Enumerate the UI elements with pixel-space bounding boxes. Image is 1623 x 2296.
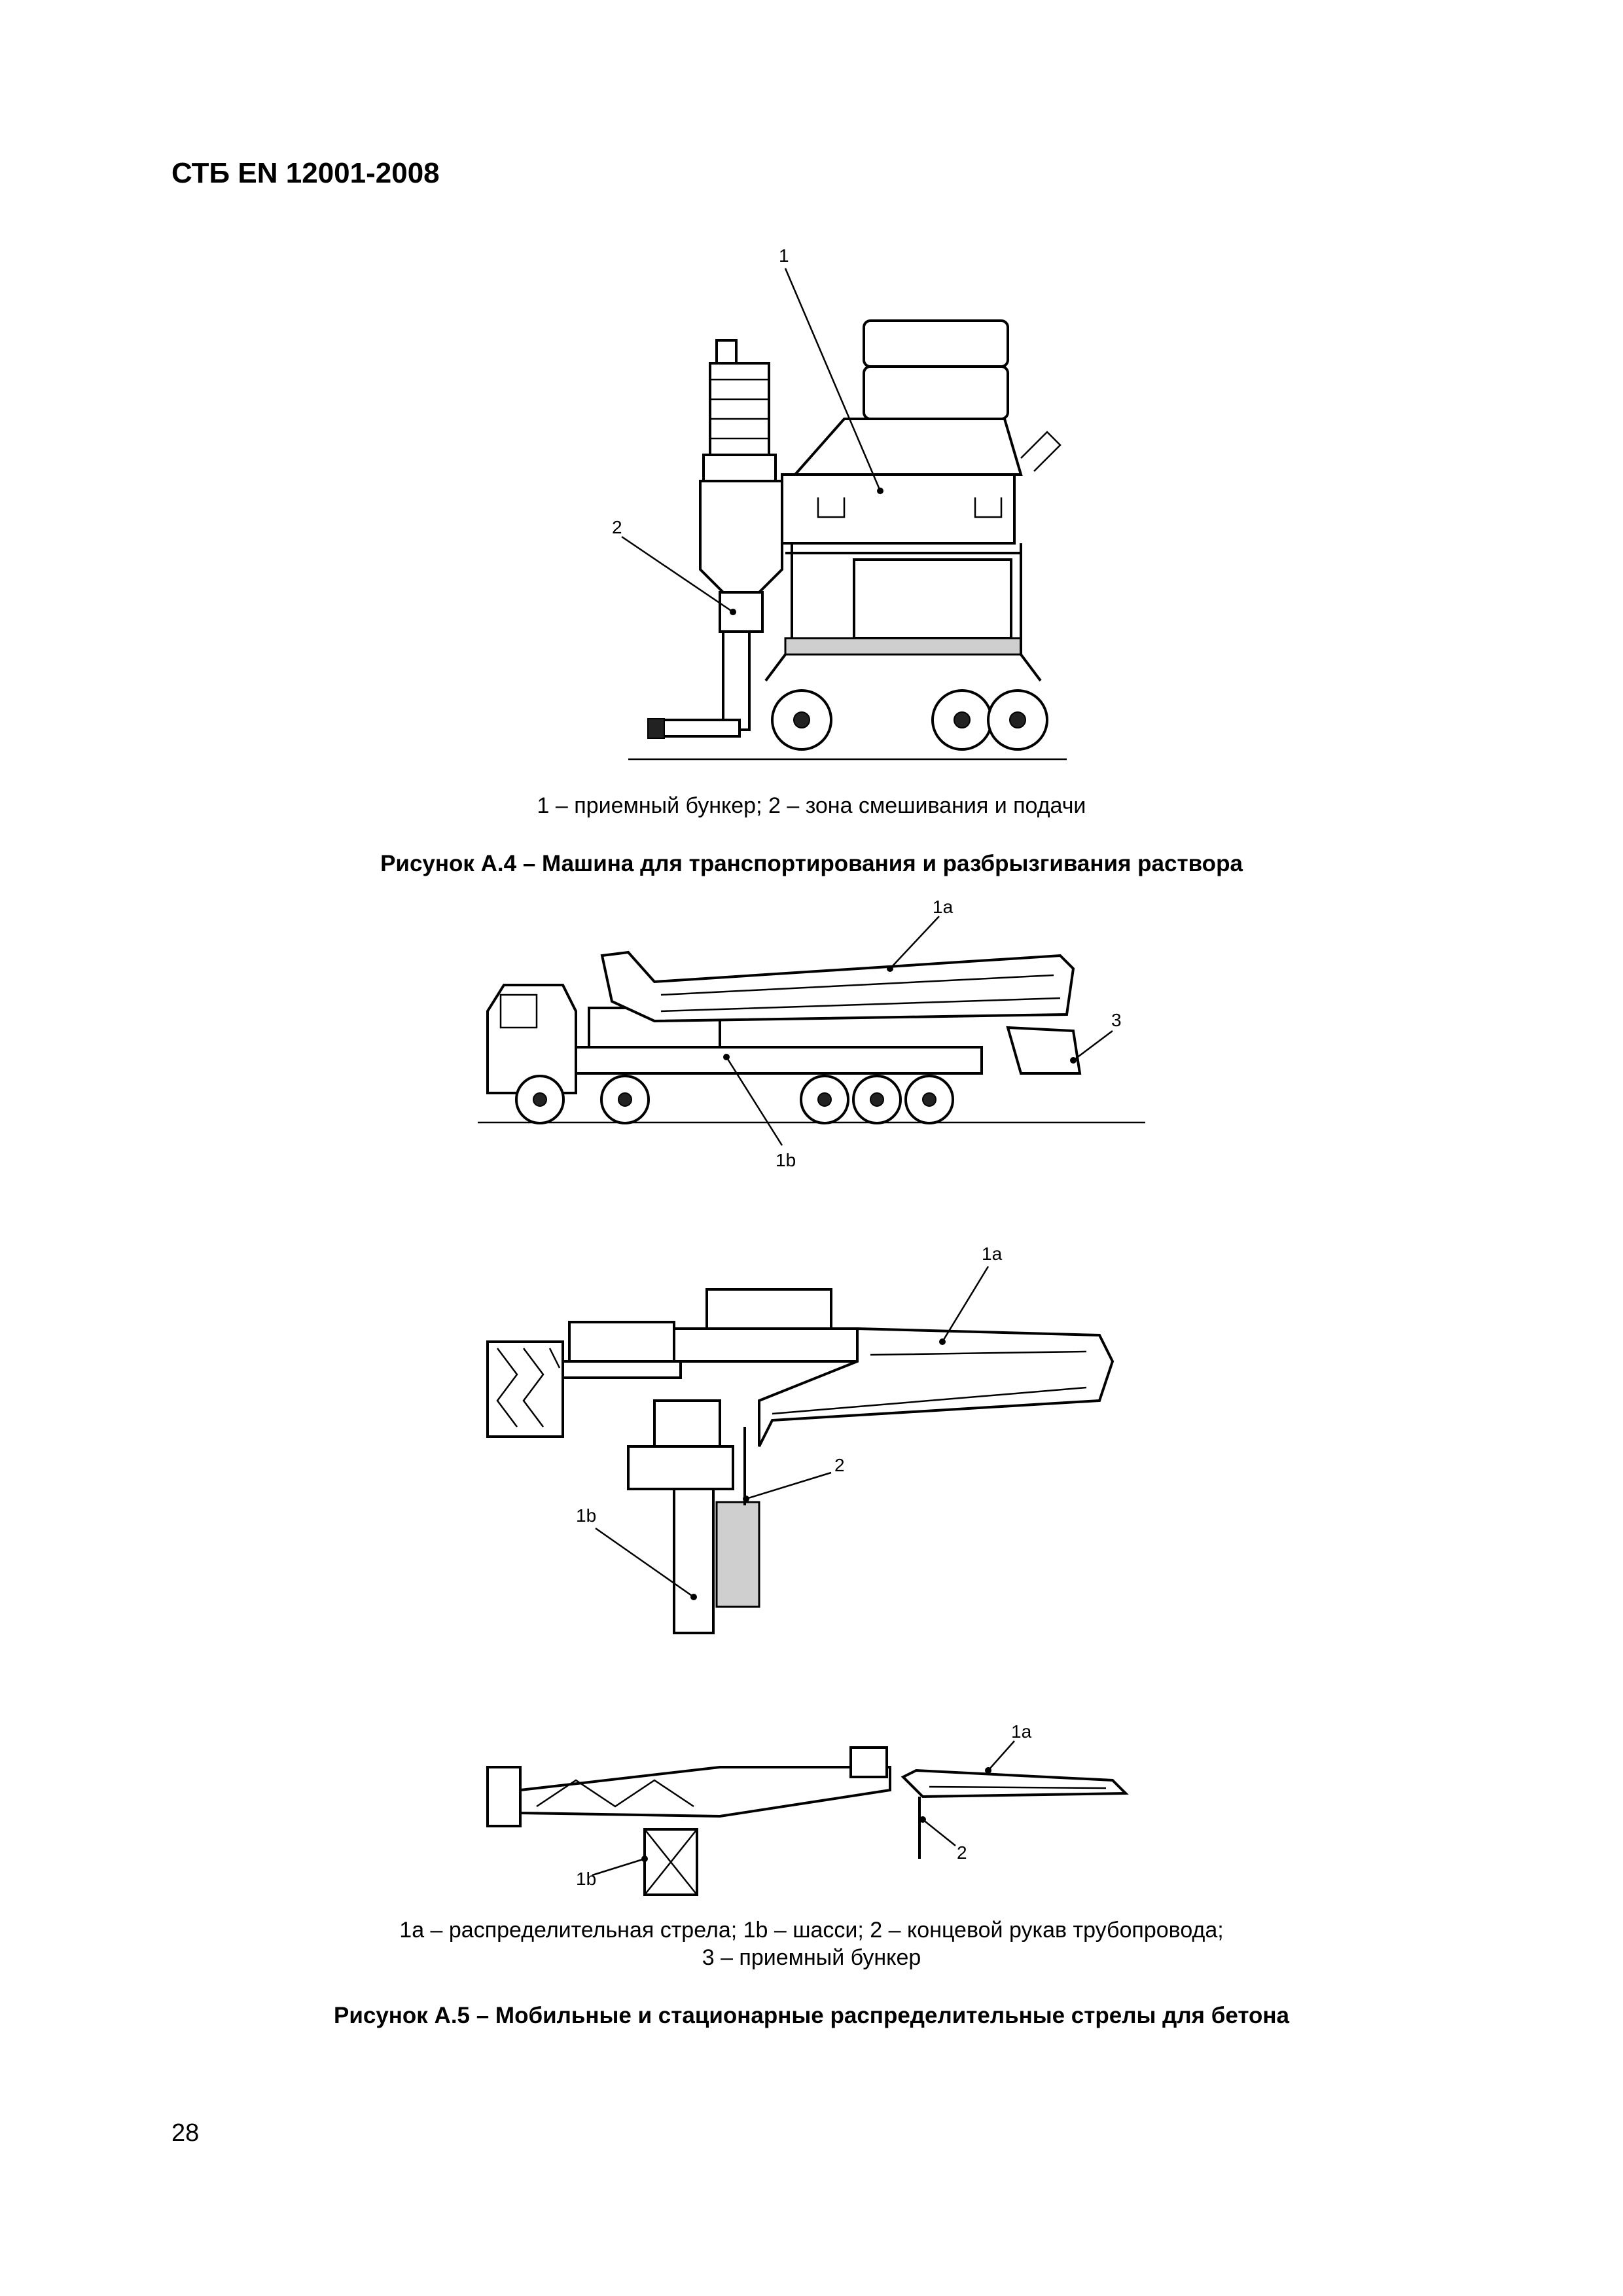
leader-2-bottom <box>922 1819 956 1846</box>
label-1b-top: 1b <box>776 1150 796 1170</box>
control-box <box>853 558 1012 639</box>
truck-chassis <box>575 1046 983 1075</box>
truck-cab <box>486 984 577 1094</box>
bottom-jib <box>519 1766 891 1818</box>
label-1b-bottom: 1b <box>576 1869 596 1889</box>
counter-jib-box <box>568 1321 675 1363</box>
label-3: 3 <box>1111 1010 1122 1030</box>
motor <box>709 362 770 456</box>
figure-a4-legend: 1 – приемный бункер; 2 – зона смешивания… <box>537 793 1086 818</box>
mixing-chamber <box>699 480 783 594</box>
counterweight <box>486 1340 564 1438</box>
mast-top <box>653 1399 721 1448</box>
leader-1a-bottom <box>988 1740 1015 1771</box>
label-2-mid: 2 <box>834 1455 845 1475</box>
label-2: 2 <box>612 517 622 537</box>
leader-1 <box>784 268 882 492</box>
mixing-zone <box>719 591 764 633</box>
leader-1b-bottom <box>592 1857 645 1876</box>
feed-pipe <box>722 630 751 731</box>
motor-cap <box>715 339 738 365</box>
figure-a4-title: Рисунок А.4 – Машина для транспортирован… <box>380 851 1243 876</box>
outlet-coupling <box>660 719 741 738</box>
leader-1b-mid <box>595 1527 694 1598</box>
label-1: 1 <box>779 245 789 266</box>
figure-a5-legend-line1: 1a – распределительная стрела; 1b – шасс… <box>399 1918 1224 1943</box>
slewing-head <box>673 1327 859 1363</box>
bottom-boom <box>901 1768 1129 1799</box>
bottom-slewing <box>849 1746 888 1778</box>
label-1a-bottom: 1a <box>1011 1721 1032 1742</box>
label-1a-mid: 1a <box>982 1244 1003 1264</box>
leader-2-mid <box>745 1471 832 1500</box>
bottom-counterweight <box>486 1766 522 1827</box>
counter-jib <box>562 1360 682 1379</box>
leader-3 <box>1073 1030 1113 1061</box>
leader-1b-top <box>725 1056 783 1146</box>
leader-2 <box>621 535 734 613</box>
platform <box>627 1445 734 1490</box>
mast <box>673 1488 715 1634</box>
mast-pipe <box>715 1501 760 1608</box>
hopper-bag-upper <box>863 319 1009 368</box>
figure-a5-title: Рисунок А.5 – Мобильные и стационарные р… <box>334 2003 1289 2028</box>
document-header: СТБ EN 12001-2008 <box>171 157 440 189</box>
leader-1a-mid <box>941 1266 990 1342</box>
label-1b-mid: 1b <box>576 1505 596 1526</box>
label-2-bottom: 2 <box>957 1842 967 1863</box>
hopper-body <box>781 473 1016 545</box>
label-1a-top: 1a <box>933 897 954 917</box>
frame-rail <box>784 637 1022 656</box>
hopper-top <box>792 418 1023 476</box>
gearbox <box>702 454 777 482</box>
top-box <box>705 1288 832 1333</box>
boom-arm <box>758 1327 1115 1447</box>
page-number: 28 <box>171 2119 200 2147</box>
hopper-bag <box>863 365 1009 420</box>
receiving-hopper <box>1006 1026 1082 1075</box>
leader-1a-top <box>889 916 940 969</box>
figure-a5-legend-line2: 3 – приемный бункер <box>702 1945 921 1970</box>
